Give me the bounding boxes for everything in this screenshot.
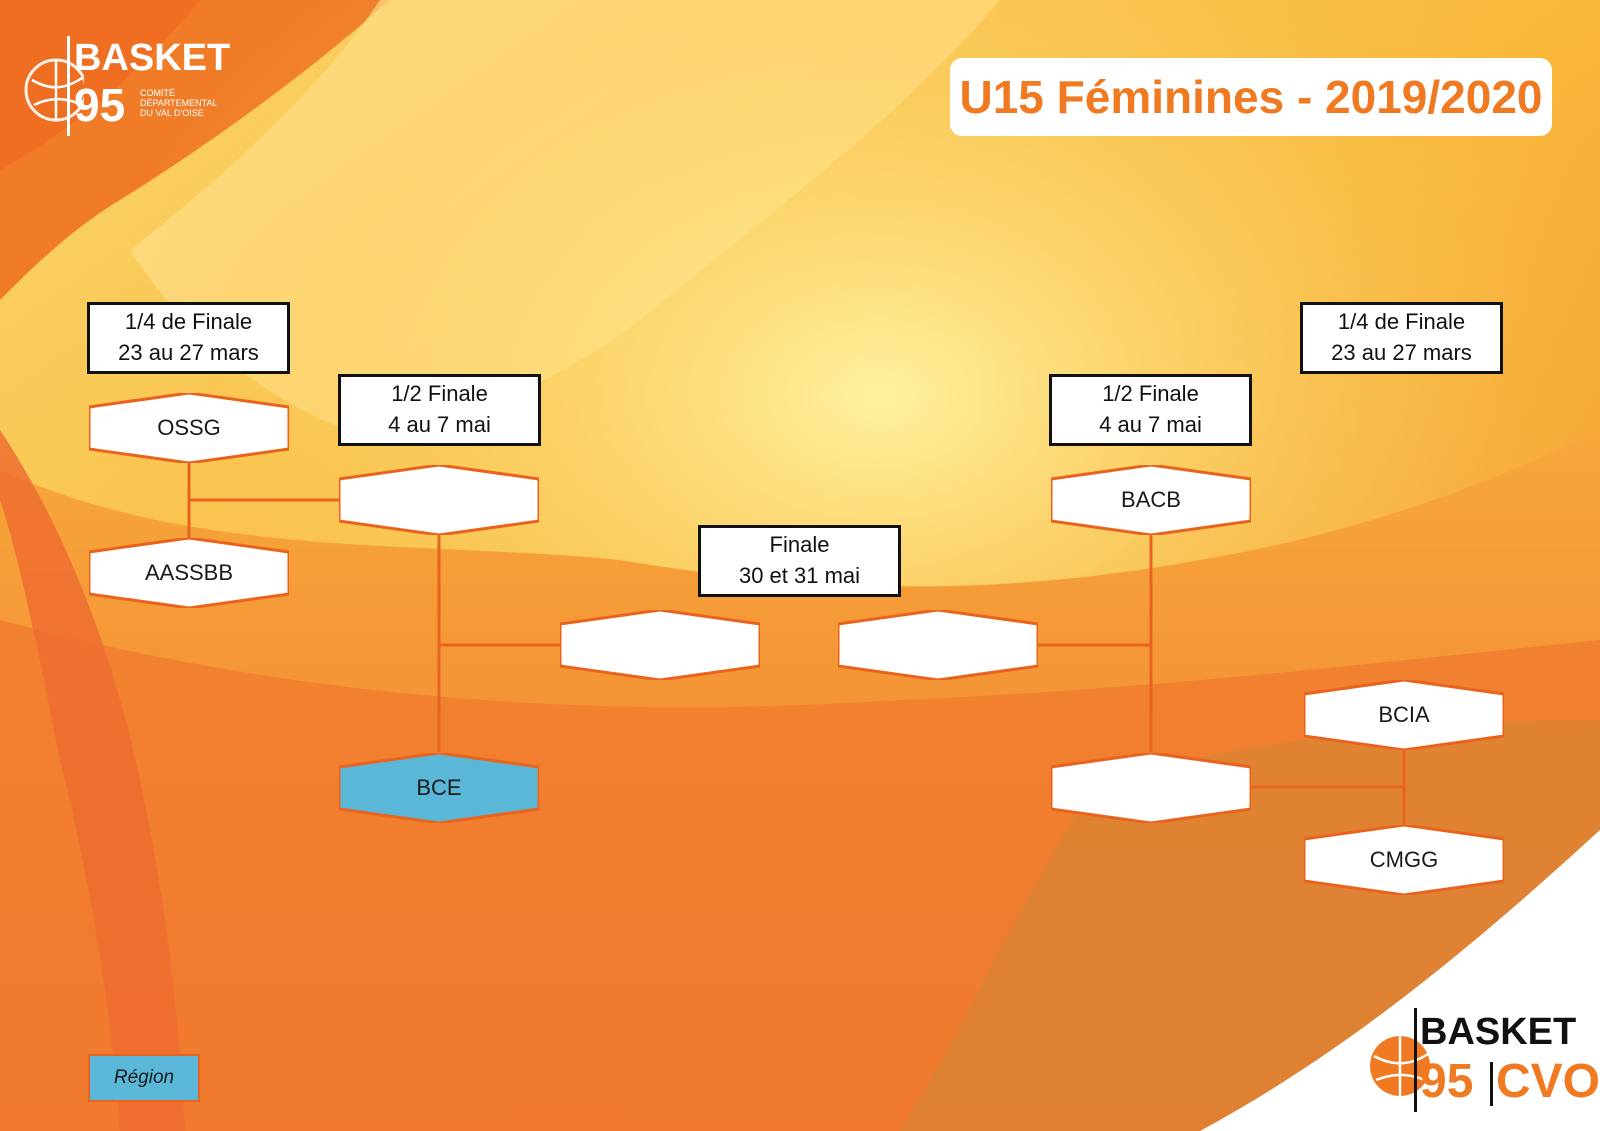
logo-top-line2: 95: [74, 79, 126, 131]
team-slot-lq1: OSSG: [89, 393, 289, 463]
team-slot-rq1: BCIA: [1304, 680, 1504, 750]
round-right-quarter-dates: 23 au 27 mars: [1331, 340, 1472, 365]
team-name: BACB: [1121, 487, 1181, 512]
logo-bottom-line3: CVO: [1496, 1055, 1600, 1108]
round-final: Finale 30 et 31 mai: [698, 525, 901, 597]
round-right-quarter-name: 1/4 de Finale: [1337, 309, 1466, 334]
team-slot-rf: [838, 610, 1038, 680]
team-slot-lq2: AASSBB: [89, 538, 289, 608]
round-left-semi: 1/2 Finale 4 au 7 mai: [338, 374, 541, 446]
team-name: OSSG: [157, 415, 221, 440]
round-right-semi-name: 1/2 Finale: [1102, 381, 1199, 406]
team-name: [1051, 753, 1251, 823]
team-slot-lf: [560, 610, 760, 680]
logo-bottom-line2: 95: [1420, 1055, 1474, 1108]
team-slot-rs2: [1051, 753, 1251, 823]
logo-top-line1: BASKET: [74, 37, 231, 79]
team-slot-rs1: BACB: [1051, 465, 1251, 535]
team-slot-ls1: [339, 465, 539, 535]
team-name: [838, 610, 1038, 680]
page-title: U15 Féminines - 2019/2020: [950, 58, 1552, 136]
round-right-semi-dates: 4 au 7 mai: [1099, 412, 1202, 437]
team-name: BCE: [416, 775, 462, 800]
round-left-quarter-dates: 23 au 27 mars: [118, 340, 259, 365]
team-name: AASSBB: [144, 560, 234, 585]
logo-top-small3: DU VAL D'OISE: [140, 108, 204, 118]
team-slot-ls2: BCE: [339, 753, 539, 823]
team-name: [339, 465, 539, 535]
round-left-semi-name: 1/2 Finale: [391, 381, 488, 406]
logo-bottom: BASKET 95 CVO: [1368, 1008, 1600, 1113]
round-left-quarter: 1/4 de Finale 23 au 27 mars: [87, 302, 290, 374]
round-final-name: Finale: [769, 532, 830, 557]
basketball-logo-icon: [24, 58, 84, 122]
logo-top: BASKET 95 COMITÉ DÉPARTEMENTAL DU VAL D'…: [24, 36, 234, 136]
round-left-quarter-name: 1/4 de Finale: [124, 309, 253, 334]
team-name: CMGG: [1369, 847, 1439, 872]
round-right-quarter: 1/4 de Finale 23 au 27 mars: [1300, 302, 1503, 374]
round-final-dates: 30 et 31 mai: [738, 563, 861, 588]
logo-bottom-line1: BASKET: [1420, 1011, 1577, 1053]
team-slot-rq2: CMGG: [1304, 825, 1504, 895]
round-left-semi-dates: 4 au 7 mai: [388, 412, 491, 437]
team-name: BCIA: [1378, 702, 1430, 727]
round-right-semi: 1/2 Finale 4 au 7 mai: [1049, 374, 1252, 446]
legend-region: Région: [88, 1054, 200, 1102]
logo-top-small1: COMITÉ: [140, 88, 175, 98]
team-name: [560, 610, 760, 680]
logo-top-small2: DÉPARTEMENTAL: [140, 98, 218, 108]
